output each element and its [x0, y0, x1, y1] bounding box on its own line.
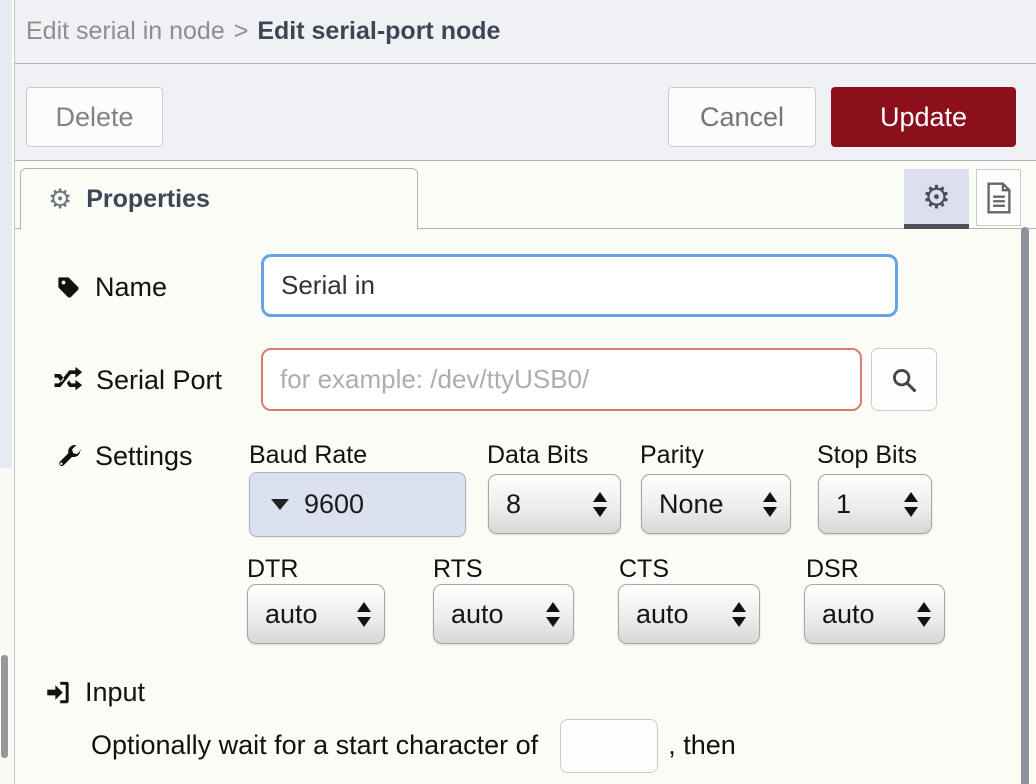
- start-character-input[interactable]: [560, 718, 659, 773]
- sign-in-icon: [47, 681, 69, 703]
- right-scrollbar-thumb[interactable]: [1021, 227, 1029, 784]
- dtr-value: auto: [265, 598, 318, 629]
- input-group-label: Input: [45, 675, 145, 709]
- delete-button[interactable]: Delete: [26, 87, 163, 147]
- tab-properties-label: Properties: [86, 185, 210, 213]
- parity-value: None: [659, 488, 724, 519]
- select-arrows-icon: [917, 601, 931, 627]
- dtr-select[interactable]: auto: [247, 584, 385, 644]
- tray-toolbar: Delete Cancel Update: [15, 64, 1036, 161]
- node-description-button[interactable]: [976, 169, 1021, 226]
- serial-port-field-label: Serial Port: [53, 363, 222, 397]
- start-char-text-before: Optionally wait for a start character of: [91, 730, 539, 760]
- dsr-label: DSR: [806, 555, 859, 583]
- serial-port-label-text: Serial Port: [96, 364, 223, 395]
- rts-value: auto: [451, 598, 504, 629]
- dsr-select[interactable]: auto: [804, 584, 945, 644]
- cts-select[interactable]: auto: [618, 584, 760, 644]
- select-arrows-icon: [732, 601, 746, 627]
- breadcrumb-current: Edit serial-port node: [257, 17, 501, 45]
- tag-icon: [58, 276, 79, 298]
- breadcrumb-parent[interactable]: Edit serial in node: [26, 17, 225, 45]
- breadcrumb-separator: >: [233, 17, 249, 45]
- select-arrows-icon: [593, 491, 607, 517]
- stop-bits-select[interactable]: 1: [818, 474, 932, 534]
- start-char-text-after: , then: [668, 730, 736, 760]
- data-bits-value: 8: [506, 488, 522, 519]
- cts-label: CTS: [619, 555, 669, 583]
- workspace-backdrop: [0, 0, 14, 784]
- baud-rate-select[interactable]: 9600: [249, 472, 466, 537]
- node-settings-button[interactable]: ⚙: [904, 169, 969, 229]
- data-bits-label: Data Bits: [487, 441, 589, 469]
- document-icon: [986, 182, 1011, 213]
- properties-form: Name Serial Port Settings Baud Rate: [15, 230, 1036, 784]
- settings-group-label: Settings: [55, 439, 193, 473]
- data-bits-select[interactable]: 8: [488, 474, 621, 534]
- search-icon: [893, 368, 917, 392]
- left-scrollbar-thumb[interactable]: [1, 655, 8, 758]
- backdrop-top: [0, 0, 12, 468]
- cts-value: auto: [636, 598, 689, 629]
- shuffle-icon: [54, 366, 83, 390]
- dtr-label: DTR: [247, 555, 299, 583]
- select-arrows-icon: [546, 601, 560, 627]
- baud-rate-value: 9600: [304, 489, 365, 519]
- stop-bits-value: 1: [836, 488, 852, 519]
- stop-bits-label: Stop Bits: [817, 441, 918, 469]
- cancel-button[interactable]: Cancel: [668, 87, 816, 147]
- update-button[interactable]: Update: [831, 87, 1016, 147]
- name-field-label: Name: [55, 270, 167, 304]
- select-arrows-icon: [763, 491, 777, 517]
- serial-port-search-button[interactable]: [871, 348, 937, 411]
- wrench-icon: [59, 444, 82, 466]
- rts-label: RTS: [433, 555, 483, 583]
- name-label-text: Name: [95, 271, 168, 302]
- dsr-value: auto: [822, 598, 875, 629]
- tray-header: Edit serial in node > Edit serial-port n…: [15, 0, 1036, 64]
- select-arrows-icon: [904, 491, 918, 517]
- start-character-row: Optionally wait for a start character of…: [91, 717, 736, 774]
- baud-rate-label: Baud Rate: [249, 441, 368, 469]
- caret-down-icon: [271, 499, 289, 510]
- rts-select[interactable]: auto: [433, 584, 574, 644]
- parity-select[interactable]: None: [641, 474, 791, 534]
- gear-icon: ⚙: [48, 184, 73, 214]
- tab-bar: ⚙ Properties ⚙: [15, 161, 1036, 230]
- tab-properties[interactable]: ⚙ Properties: [20, 168, 418, 230]
- gear-icon: ⚙: [922, 178, 951, 215]
- select-arrows-icon: [357, 601, 371, 627]
- settings-label-text: Settings: [95, 440, 193, 471]
- serial-port-input[interactable]: [261, 348, 862, 411]
- name-input[interactable]: [261, 254, 898, 317]
- parity-label: Parity: [640, 441, 704, 469]
- edit-node-tray: Edit serial in node > Edit serial-port n…: [14, 0, 1036, 784]
- input-label-text: Input: [85, 676, 146, 707]
